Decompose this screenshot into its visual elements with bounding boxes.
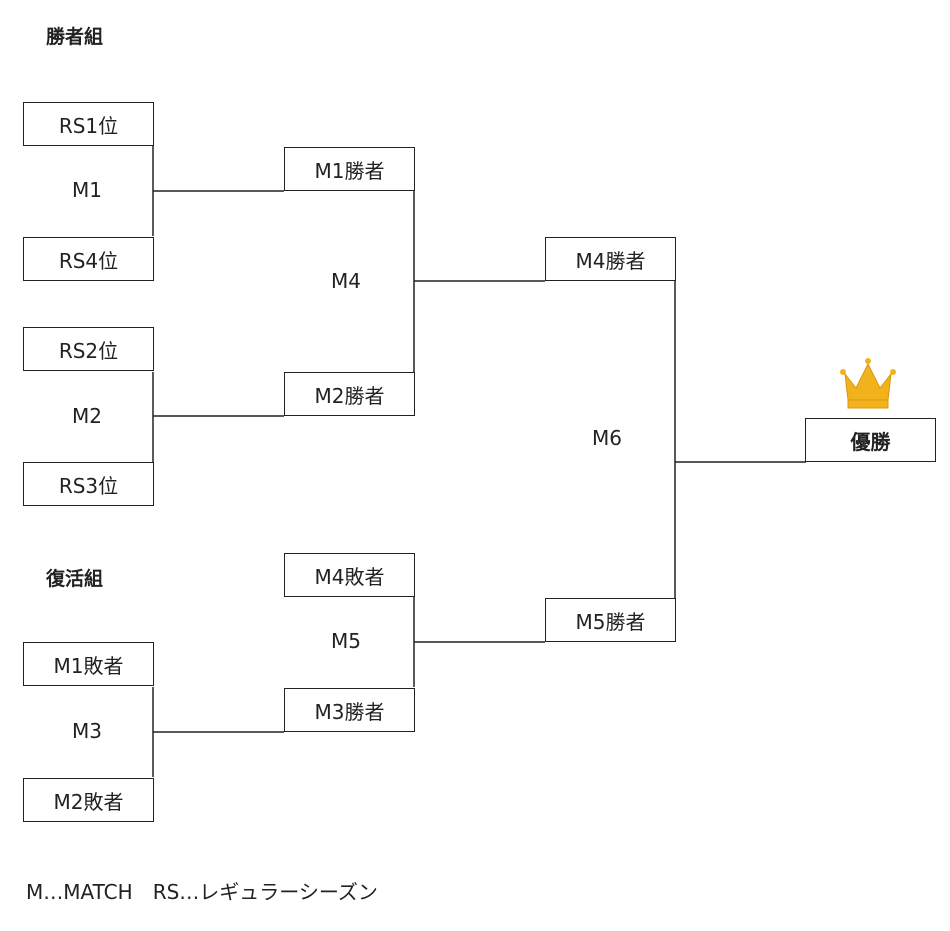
m5-winner-box: M5勝者 (545, 598, 676, 642)
legend-footnote: M…MATCH RS…レギュラーシーズン (26, 880, 378, 904)
m2-winner-box: M2勝者 (284, 372, 415, 416)
champion-box: 優勝 (805, 418, 936, 462)
match-label-m2: M2 (72, 404, 102, 428)
m4-winner-box: M4勝者 (545, 237, 676, 281)
match-label-m5: M5 (331, 629, 361, 653)
match-label-m1: M1 (72, 178, 102, 202)
match-label-m4: M4 (331, 269, 361, 293)
rs3-box: RS3位 (23, 462, 154, 506)
rs1-box: RS1位 (23, 102, 154, 146)
m1-loser-box: M1敗者 (23, 642, 154, 686)
m1-winner-box: M1勝者 (284, 147, 415, 191)
m4-loser-box: M4敗者 (284, 553, 415, 597)
losers-section-title: 復活組 (46, 568, 104, 590)
match-label-m3: M3 (72, 719, 102, 743)
rs2-box: RS2位 (23, 327, 154, 371)
rs4-box: RS4位 (23, 237, 154, 281)
m2-loser-box: M2敗者 (23, 778, 154, 822)
m3-winner-box: M3勝者 (284, 688, 415, 732)
crown-icon (840, 358, 896, 409)
winners-section-title: 勝者組 (46, 26, 104, 48)
match-label-m6: M6 (592, 426, 622, 450)
